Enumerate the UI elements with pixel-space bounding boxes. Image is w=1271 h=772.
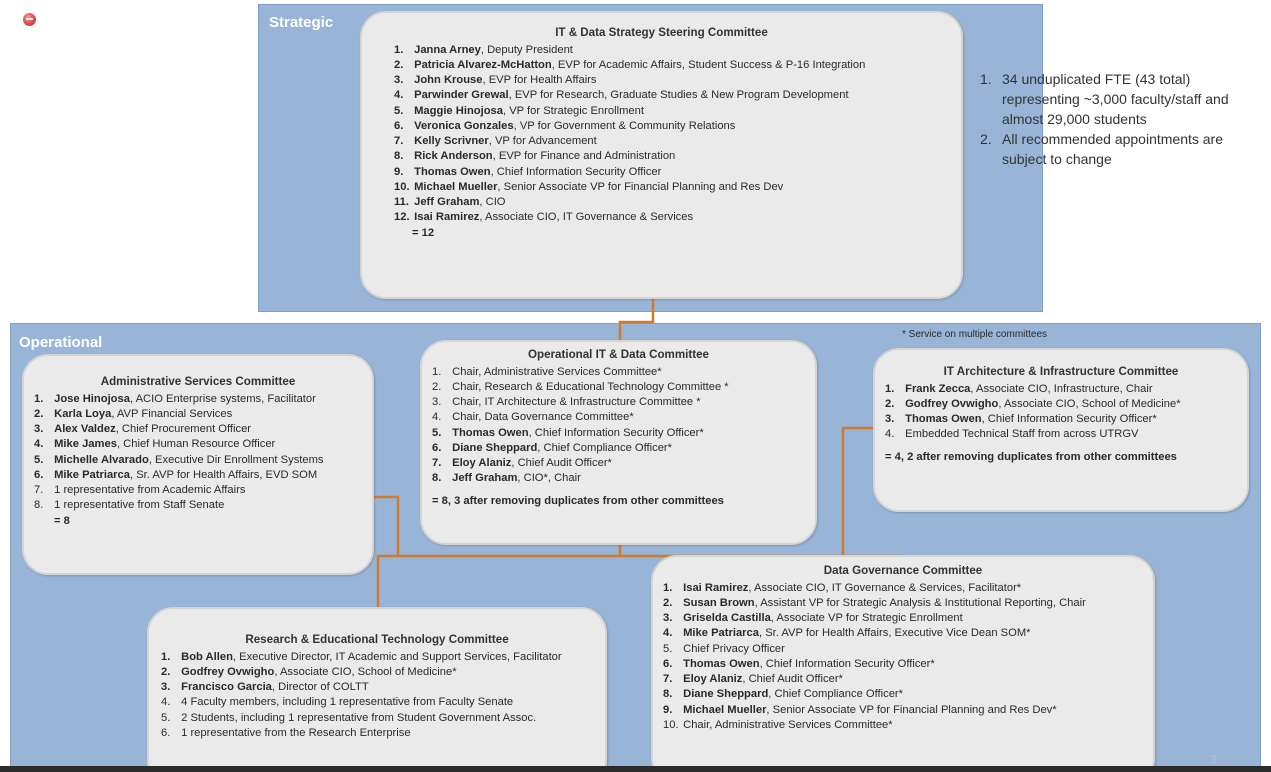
member-item: 8. Jeff Graham, CIO*, Chair bbox=[432, 472, 581, 485]
committee-total: = 8, 3 after removing duplicates from ot… bbox=[432, 494, 724, 507]
committee-total: = 4, 2 after removing duplicates from ot… bbox=[885, 450, 1177, 463]
member-item: 10. Chair, Administrative Services Commi… bbox=[663, 718, 893, 731]
committee-title: IT Architecture & Infrastructure Committ… bbox=[943, 365, 1179, 378]
member-list: 1. Janna Arney, Deputy President 2. Patri… bbox=[376, 43, 947, 226]
strategic-band-title: Strategic bbox=[269, 14, 334, 31]
member-list: 1. Jose Hinojosa, ACIO Enterprise system… bbox=[34, 392, 362, 514]
member-item: 12. Isai Ramirez, Associate CIO, IT Gove… bbox=[394, 211, 694, 224]
bottom-bar bbox=[0, 766, 1271, 772]
member-item: 4. Parwinder Grewal, EVP for Research, G… bbox=[394, 89, 849, 102]
committee-title: Operational IT & Data Committee bbox=[527, 348, 710, 361]
member-item: 5. 2 Students, including 1 representativ… bbox=[161, 711, 537, 724]
member-item: 5. Chief Privacy Officer bbox=[663, 642, 785, 655]
committee-total: = 8 bbox=[54, 514, 70, 527]
member-item: 6. Veronica Gonzales, VP for Government … bbox=[394, 119, 736, 132]
member-item: 1. Janna Arney, Deputy President bbox=[394, 43, 573, 56]
member-item: 1. Chair, Administrative Services Commit… bbox=[432, 365, 662, 378]
member-item: 5. Michelle Alvarado, Executive Dir Enro… bbox=[34, 453, 324, 466]
member-item: 8. Diane Sheppard, Chief Compliance Offi… bbox=[663, 688, 904, 701]
committee-total: = 12 bbox=[412, 226, 435, 239]
member-item: 3. Chair, IT Architecture & Infrastructu… bbox=[432, 396, 701, 409]
member-list: 1. Isai Ramirez, Associate CIO, IT Gover… bbox=[663, 581, 1143, 733]
member-item: 7. Eloy Alaniz, Chief Audit Officer* bbox=[432, 457, 612, 470]
member-item: 6. 1 representative from the Research En… bbox=[161, 726, 411, 739]
operational-band-title: Operational bbox=[19, 334, 103, 351]
member-item: 9. Thomas Owen, Chief Information Securi… bbox=[394, 165, 662, 178]
member-item: 6. Diane Sheppard, Chief Compliance Offi… bbox=[432, 441, 673, 454]
member-item: 4. Embedded Technical Staff from across … bbox=[885, 428, 1139, 441]
it-data-strategy-steering-committee: IT & Data Strategy Steering Committee 1.… bbox=[360, 11, 963, 299]
member-item: 3. Francisco Garcia, Director of COLTT bbox=[161, 681, 369, 694]
administrative-services-committee: Administrative Services Committee 1. Jos… bbox=[22, 354, 374, 575]
member-item: 10. Michael Mueller, Senior Associate VP… bbox=[394, 180, 784, 193]
member-item: 3. Griselda Castilla, Associate VP for S… bbox=[663, 612, 963, 625]
member-item: 3. John Krouse, EVP for Health Affairs bbox=[394, 74, 597, 87]
member-item: 1. Bob Allen, Executive Director, IT Aca… bbox=[161, 650, 562, 663]
data-governance-committee: Data Governance Committee 1. Isai Ramire… bbox=[651, 555, 1155, 772]
member-item: 2. Patricia Alvarez-McHatton, EVP for Ac… bbox=[394, 59, 866, 71]
research-educational-technology-committee: Research & Educational Technology Commit… bbox=[147, 607, 607, 772]
member-item: 2. Godfrey Ovwigho, Associate CIO, Schoo… bbox=[885, 398, 1181, 410]
member-item: 9. Michael Mueller, Senior Associate VP … bbox=[663, 703, 1057, 716]
committee-title: IT & Data Strategy Steering Committee bbox=[555, 26, 768, 39]
note-item: 2.All recommended appointments are subje… bbox=[980, 130, 1224, 167]
committee-title: Data Governance Committee bbox=[823, 564, 983, 577]
multiple-committees-note: * Service on multiple committees bbox=[902, 329, 1048, 340]
member-item: 8. Rick Anderson, EVP for Finance and Ad… bbox=[394, 150, 676, 163]
connector-itarch bbox=[841, 426, 873, 556]
connector-admin bbox=[374, 495, 400, 556]
member-item: 4. 4 Faculty members, including 1 repres… bbox=[161, 696, 514, 709]
member-item: 7. Kelly Scrivner, VP for Advancement bbox=[394, 135, 597, 148]
member-item: 3. Thomas Owen, Chief Information Securi… bbox=[885, 413, 1157, 426]
connector-operational-to-research bbox=[376, 545, 622, 607]
member-item: 1. Isai Ramirez, Associate CIO, IT Gover… bbox=[663, 581, 1022, 594]
member-item: 6. Mike Patriarca, Sr. AVP for Health Af… bbox=[34, 468, 318, 481]
member-item: 11. Jeff Graham, CIO bbox=[394, 196, 506, 209]
member-item: 6. Thomas Owen, Chief Information Securi… bbox=[663, 657, 935, 670]
member-item: 2. Chair, Research & Educational Technol… bbox=[432, 381, 729, 393]
member-item: 2. Susan Brown, Assistant VP for Strateg… bbox=[663, 597, 1086, 609]
member-item: 7. 1 representative from Academic Affair… bbox=[34, 484, 246, 497]
member-item: 1. Frank Zecca, Associate CIO, Infrastru… bbox=[885, 382, 1153, 395]
member-list: 1. Chair, Administrative Services Commit… bbox=[432, 365, 805, 487]
notes-list: 1.34 unduplicated FTE (43 total) represe… bbox=[980, 70, 1265, 169]
member-item: 2. Karla Loya, AVP Financial Services bbox=[34, 408, 233, 420]
member-item: 5. Maggie Hinojosa, VP for Strategic Enr… bbox=[394, 104, 644, 117]
committee-title: Administrative Services Committee bbox=[100, 375, 296, 388]
member-list: 1. Frank Zecca, Associate CIO, Infrastru… bbox=[885, 382, 1237, 443]
operational-it-data-committee: Operational IT & Data Committee 1. Chair… bbox=[420, 340, 817, 545]
member-list: 1. Bob Allen, Executive Director, IT Aca… bbox=[161, 650, 593, 741]
member-item: 2. Godfrey Ovwigho, Associate CIO, Schoo… bbox=[161, 666, 457, 678]
member-item: 1. Jose Hinojosa, ACIO Enterprise system… bbox=[34, 392, 316, 405]
record-indicator-icon bbox=[23, 13, 36, 26]
page-number: 3 bbox=[1210, 752, 1218, 767]
member-item: 5. Thomas Owen, Chief Information Securi… bbox=[432, 426, 704, 439]
member-item: 8. 1 representative from Staff Senate bbox=[34, 499, 225, 512]
member-item: 4. Mike James, Chief Human Resource Offi… bbox=[34, 438, 276, 451]
it-architecture-infrastructure-committee: IT Architecture & Infrastructure Committ… bbox=[873, 348, 1249, 512]
connector-steering-to-operational bbox=[618, 299, 655, 342]
member-item: 3. Alex Valdez, Chief Procurement Office… bbox=[34, 423, 252, 436]
member-item: 7. Eloy Alaniz, Chief Audit Officer* bbox=[663, 673, 843, 686]
member-item: 4. Mike Patriarca, Sr. AVP for Health Af… bbox=[663, 627, 1031, 640]
member-item: 4. Chair, Data Governance Committee* bbox=[432, 411, 634, 424]
note-item: 1.34 unduplicated FTE (43 total) represe… bbox=[980, 71, 1229, 127]
committee-title: Research & Educational Technology Commit… bbox=[245, 633, 509, 646]
